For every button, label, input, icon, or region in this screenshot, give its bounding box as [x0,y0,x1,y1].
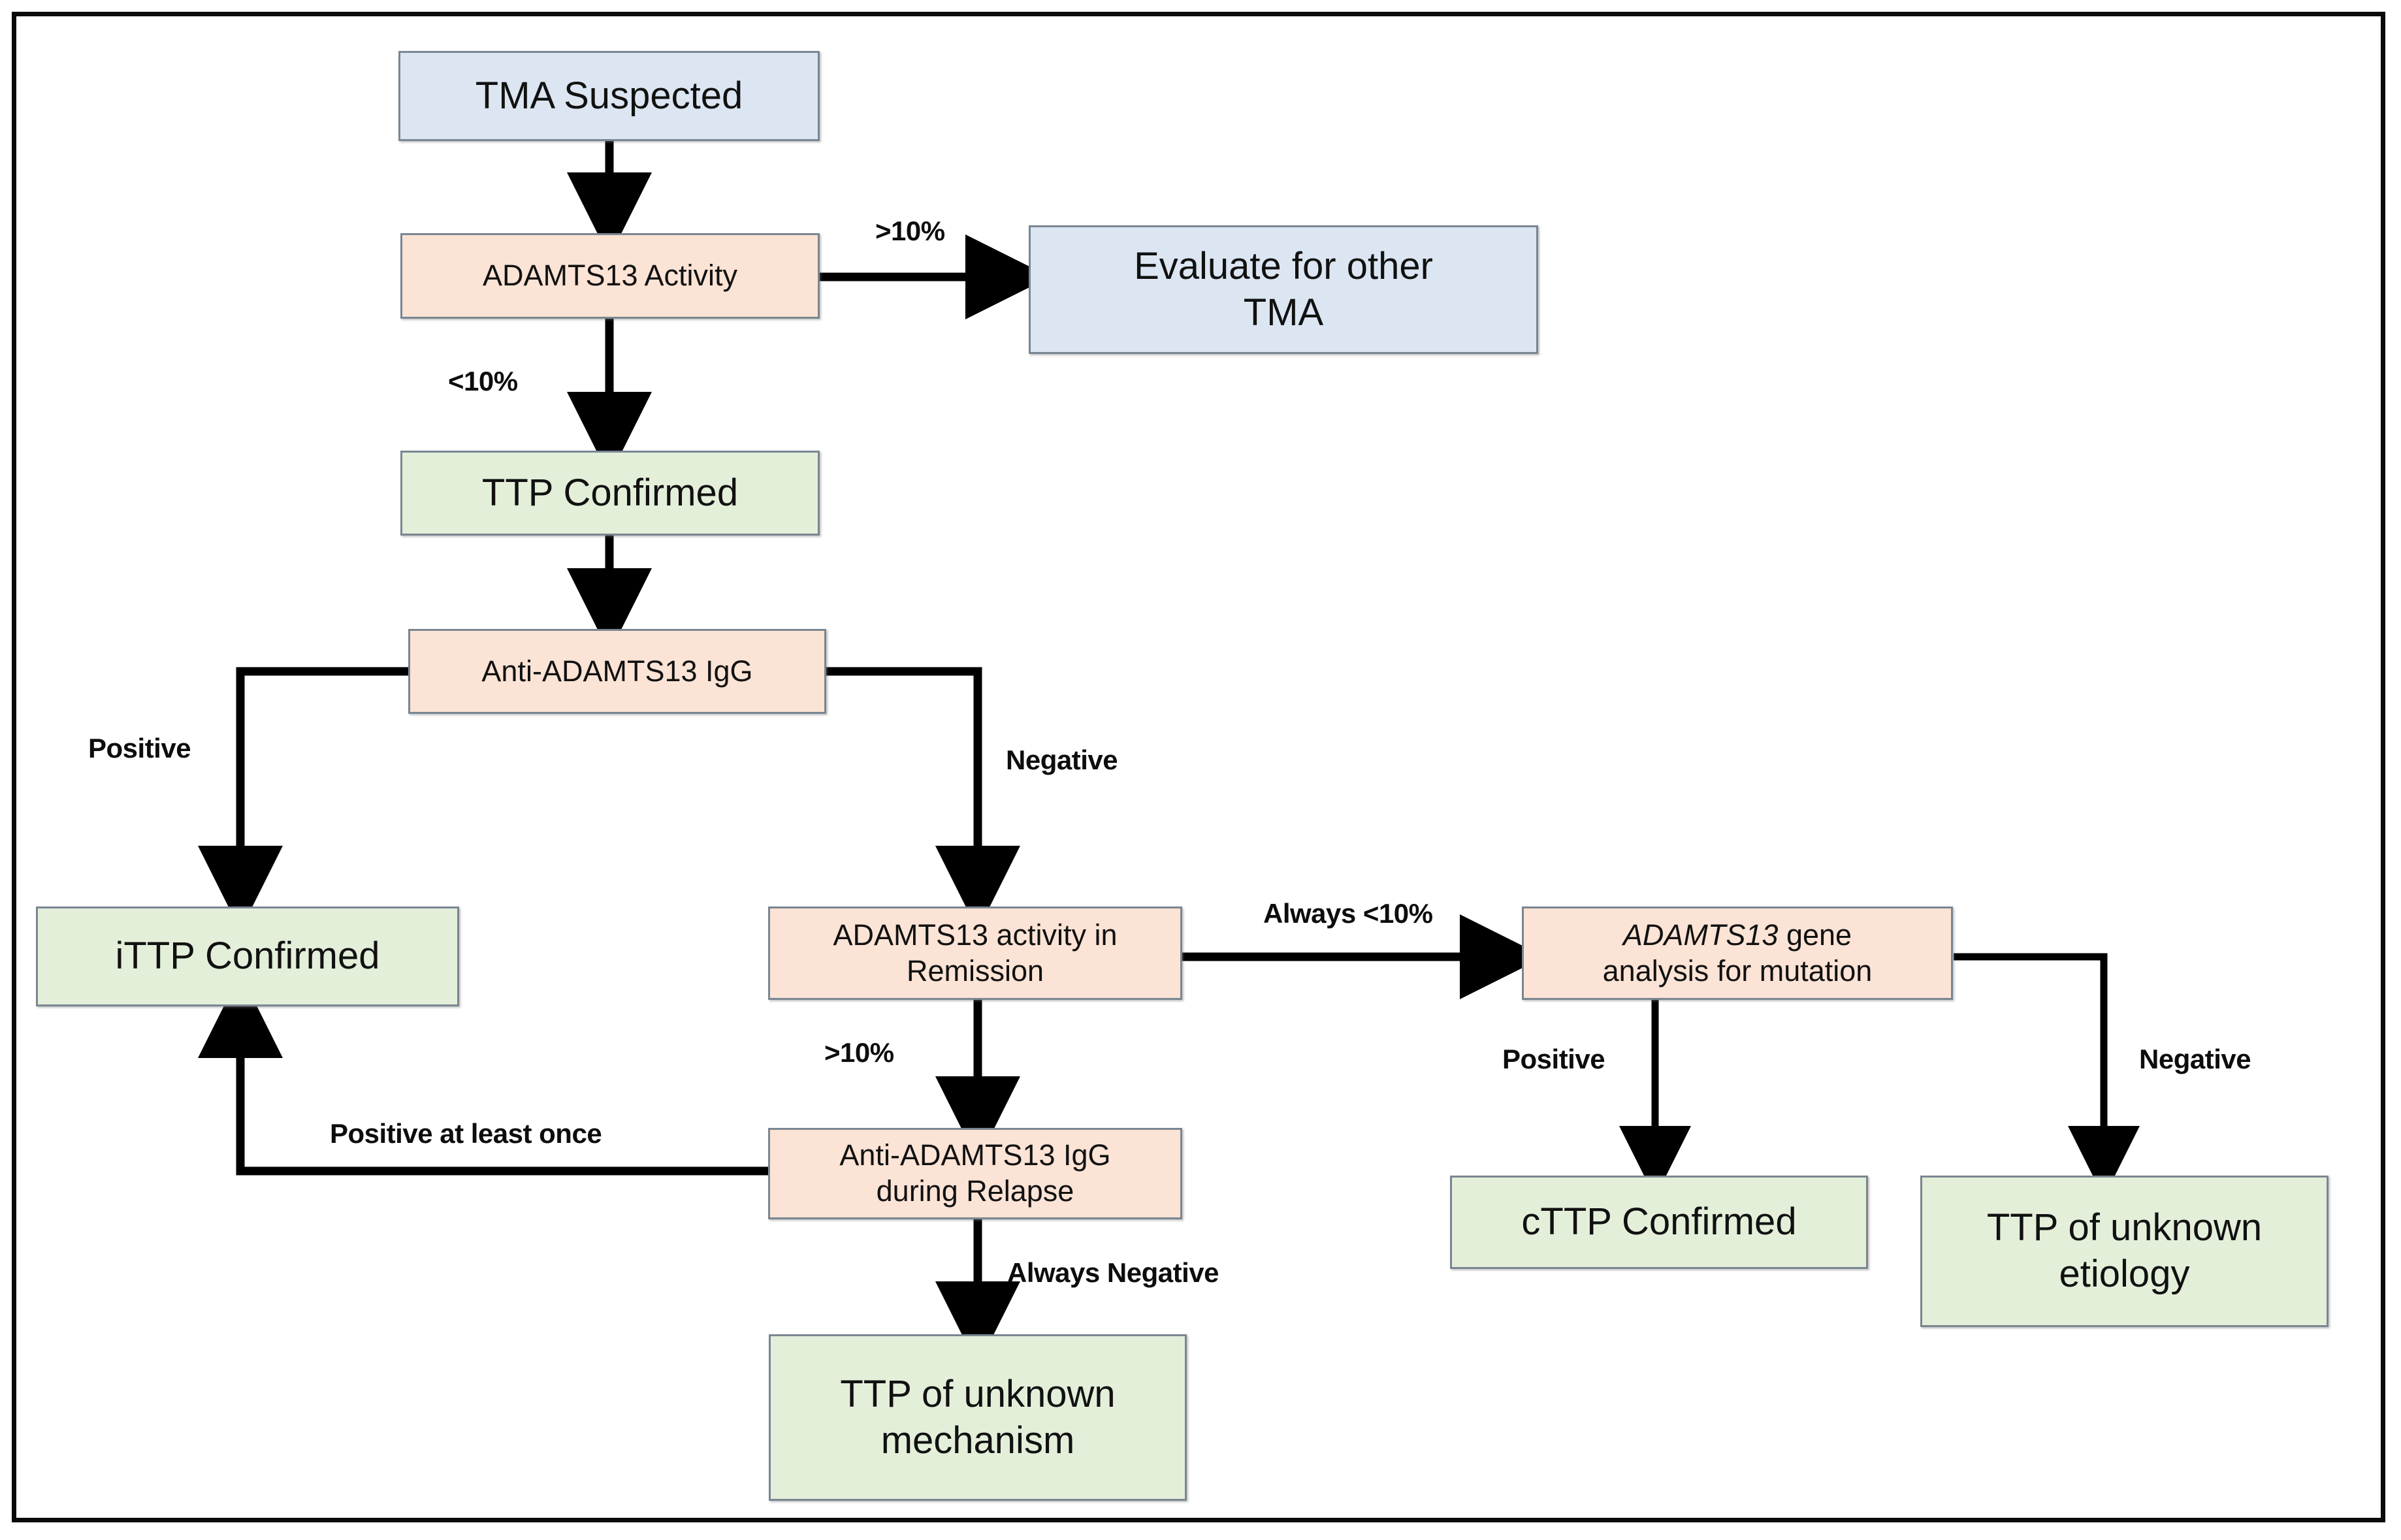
gene-name-italic: ADAMTS13 [1622,918,1779,952]
node-tma-suspected[interactable]: TMA Suspected [398,51,820,141]
node-label-line1: TTP of unknown [840,1372,1116,1415]
node-label: cTTP Confirmed [1521,1200,1797,1243]
node-label-line1: Anti-ADAMTS13 IgG [839,1138,1111,1172]
edge-label-positive-at-least-once: Positive at least once [330,1118,602,1149]
node-label-line1: TTP of unknown [1986,1206,2263,1249]
edge-label-gt10-top: >10% [875,216,945,246]
edge-label-negative-gene: Negative [2139,1044,2251,1074]
gene-label-rest: gene [1778,918,1852,952]
edge-label-negative-center: Negative [1006,745,1118,775]
node-ttp-unknown-etiology[interactable]: TTP of unknown etiology [1920,1176,2328,1327]
edge-label-gt10-remission: >10% [824,1037,894,1068]
node-label-line1: ADAMTS13 gene [1623,918,1852,954]
node-ttp-unknown-mechanism[interactable]: TTP of unknown mechanism [769,1334,1187,1501]
node-label-line2: Remission [906,954,1044,987]
edge-label-positive-left: Positive [88,733,191,763]
node-label: ADAMTS13 Activity [482,259,738,293]
node-cttp-confirmed[interactable]: cTTP Confirmed [1450,1176,1868,1269]
edge-label-lt10-left: <10% [448,366,518,396]
node-adamts13-gene-analysis[interactable]: ADAMTS13 gene analysis for mutation [1522,906,1953,1000]
node-ttp-confirmed[interactable]: TTP Confirmed [400,451,820,536]
node-label: Anti-ADAMTS13 IgG [481,654,753,688]
node-adamts13-activity-remission[interactable]: ADAMTS13 activity in Remission [768,906,1182,1000]
node-anti-adamts13-igg-relapse[interactable]: Anti-ADAMTS13 IgG during Relapse [768,1128,1182,1219]
node-label: iTTP Confirmed [115,935,380,978]
edge-label-always-negative: Always Negative [1007,1257,1219,1288]
node-label: TMA Suspected [475,74,743,117]
node-label: TTP Confirmed [481,471,739,514]
node-anti-adamts13-igg[interactable]: Anti-ADAMTS13 IgG [408,629,826,714]
node-adamts13-activity[interactable]: ADAMTS13 Activity [400,233,820,319]
edge-label-positive-gene: Positive [1502,1044,1605,1074]
node-label-line2: etiology [2059,1253,2190,1295]
node-label-line2: TMA [1243,291,1324,334]
node-label-line1: ADAMTS13 activity in [833,918,1118,952]
node-label-line2: mechanism [880,1419,1075,1462]
node-ittp-confirmed[interactable]: iTTP Confirmed [36,906,459,1006]
node-label-line1: Evaluate for other [1134,244,1433,287]
edge-label-always-lt10: Always <10% [1263,898,1433,929]
node-evaluate-other-tma[interactable]: Evaluate for other TMA [1029,225,1538,354]
node-label-line2: during Relapse [876,1174,1074,1208]
node-label-line2: analysis for mutation [1602,954,1873,987]
